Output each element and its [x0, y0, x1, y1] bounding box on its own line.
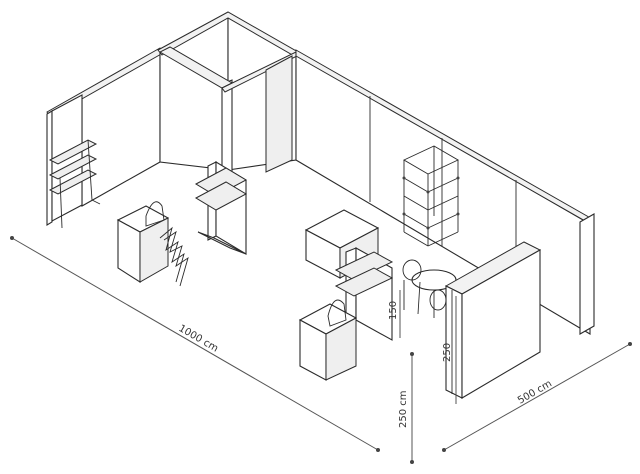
dimension-height: 250 cm [398, 352, 414, 464]
dimension-partition-label: 250 [442, 343, 453, 362]
dimension-table-label: 150 [388, 301, 399, 320]
corner-room [157, 11, 302, 191]
dimension-table-height: 150 [388, 290, 401, 338]
wall-shelf-unit [48, 139, 101, 229]
reception-counter-front [298, 299, 358, 381]
cube-shelf [402, 145, 460, 247]
zigzag-sculpture [159, 226, 189, 287]
front-partition [444, 241, 542, 399]
right-back-wall [295, 49, 595, 335]
round-table [402, 259, 457, 318]
dimension-width-label: 500 cm [516, 378, 554, 406]
reception-counter-left [116, 201, 170, 284]
display-stand-left [194, 161, 248, 255]
display-stand-center [334, 247, 394, 341]
dimension-height-label: 250 cm [398, 390, 409, 428]
dimension-partition-height: 250 [442, 296, 457, 404]
dimension-length-label: 1000 cm [177, 323, 220, 354]
